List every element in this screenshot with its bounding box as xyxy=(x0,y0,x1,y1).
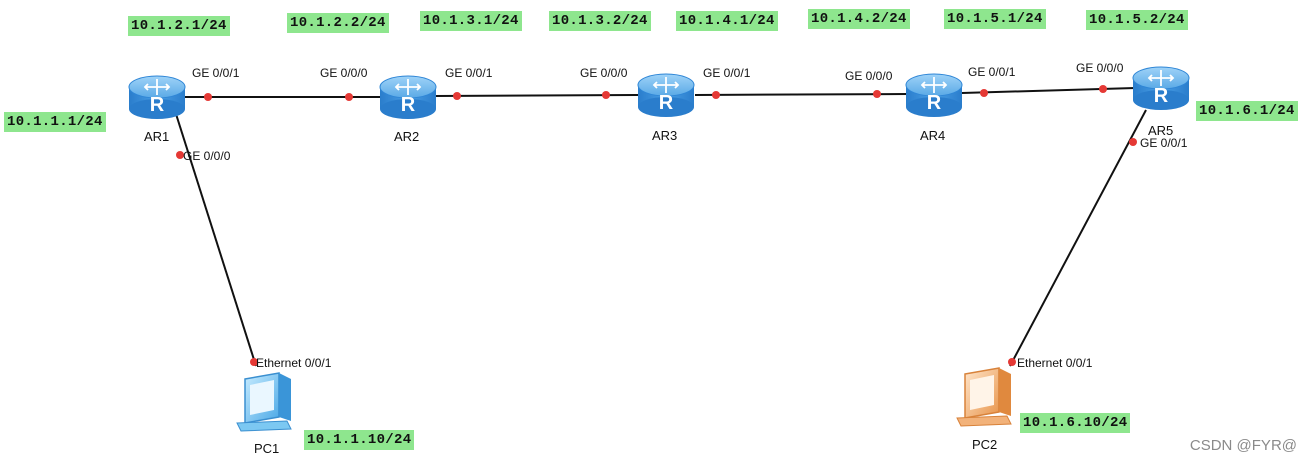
device-label-ar4: AR4 xyxy=(920,128,946,143)
port-label-ar4-ge000: GE 0/0/0 xyxy=(845,69,893,83)
device-label-ar3: AR3 xyxy=(652,128,678,143)
ip-label-ar4-ge000: 10.1.4.2/24 xyxy=(808,9,910,29)
ip-label-ar2-ge001: 10.1.3.1/24 xyxy=(420,11,522,31)
port-label-pc1-eth: Ethernet 0/0/1 xyxy=(256,356,332,370)
port-dot-ar3-ge001 xyxy=(712,91,720,99)
port-label-ar5-ge001: GE 0/0/1 xyxy=(1140,136,1188,150)
port-dot-ar3-ge000 xyxy=(602,91,610,99)
port-label-ar1-ge000: GE 0/0/0 xyxy=(183,149,231,163)
port-label-ar5-ge000: GE 0/0/0 xyxy=(1076,61,1124,75)
device-label-pc1: PC1 xyxy=(254,441,280,456)
port-label-ar4-ge001: GE 0/0/1 xyxy=(968,65,1016,79)
link-ar1-pc1 xyxy=(175,113,257,367)
port-dot-ar2-ge001 xyxy=(453,92,461,100)
router-ar4-icon[interactable]: R xyxy=(905,73,963,117)
device-label-ar2: AR2 xyxy=(394,129,420,144)
pc1-icon[interactable] xyxy=(236,372,292,432)
ip-label-ar1-ge001: 10.1.2.1/24 xyxy=(128,16,230,36)
router-glyph: R xyxy=(150,94,165,116)
ip-label-ar1-ge000: 10.1.1.1/24 xyxy=(4,112,106,132)
router-ar1-icon[interactable]: R xyxy=(128,75,186,119)
pc2-icon[interactable] xyxy=(956,367,1012,427)
ip-label-ar5-ge000: 10.1.5.2/24 xyxy=(1086,10,1188,30)
port-label-ar2-ge001: GE 0/0/1 xyxy=(445,66,493,80)
ip-label-ar2-ge000: 10.1.2.2/24 xyxy=(287,13,389,33)
port-label-ar3-ge001: GE 0/0/1 xyxy=(703,66,751,80)
port-dot-pc2-eth xyxy=(1008,358,1016,366)
port-dot-ar5-ge000 xyxy=(1099,85,1107,93)
router-ar5-icon[interactable]: R xyxy=(1132,66,1190,110)
port-dot-ar2-ge000 xyxy=(345,93,353,101)
device-label-ar1: AR1 xyxy=(144,129,170,144)
port-dot-ar1-ge001 xyxy=(204,93,212,101)
link-ar4-ar5 xyxy=(961,87,1136,94)
router-ar2-icon[interactable]: R xyxy=(379,75,437,119)
port-dot-ar4-ge000 xyxy=(873,90,881,98)
device-label-ar5: AR5 xyxy=(1148,123,1174,138)
router-glyph: R xyxy=(1154,85,1169,107)
ip-label-ar3-ge000: 10.1.3.2/24 xyxy=(549,11,651,31)
port-dot-pc1-eth xyxy=(250,358,258,366)
port-label-ar2-ge000: GE 0/0/0 xyxy=(320,66,368,80)
ip-label-pc2: 10.1.6.10/24 xyxy=(1020,413,1131,433)
port-dot-ar5-ge001 xyxy=(1129,138,1137,146)
watermark: CSDN @FYR@ xyxy=(1189,437,1297,454)
port-dot-ar4-ge001 xyxy=(980,89,988,97)
router-glyph: R xyxy=(659,92,674,114)
router-glyph: R xyxy=(401,94,416,116)
port-label-ar1-ge001: GE 0/0/1 xyxy=(192,66,240,80)
ip-label-ar5-ge001: 10.1.6.1/24 xyxy=(1196,101,1298,121)
port-label-pc2-eth: Ethernet 0/0/1 xyxy=(1017,356,1093,370)
port-dot-ar1-ge000 xyxy=(176,151,184,159)
ip-label-pc1: 10.1.1.10/24 xyxy=(304,430,415,450)
router-ar3-icon[interactable]: R xyxy=(637,73,695,117)
device-label-pc2: PC2 xyxy=(972,437,998,452)
ip-label-ar3-ge001: 10.1.4.1/24 xyxy=(676,11,778,31)
link-ar3-ar4 xyxy=(694,93,909,96)
link-ar5-pc2 xyxy=(1009,109,1147,367)
port-label-ar3-ge000: GE 0/0/0 xyxy=(580,66,628,80)
ip-label-ar4-ge001: 10.1.5.1/24 xyxy=(944,9,1046,29)
router-glyph: R xyxy=(927,92,942,114)
